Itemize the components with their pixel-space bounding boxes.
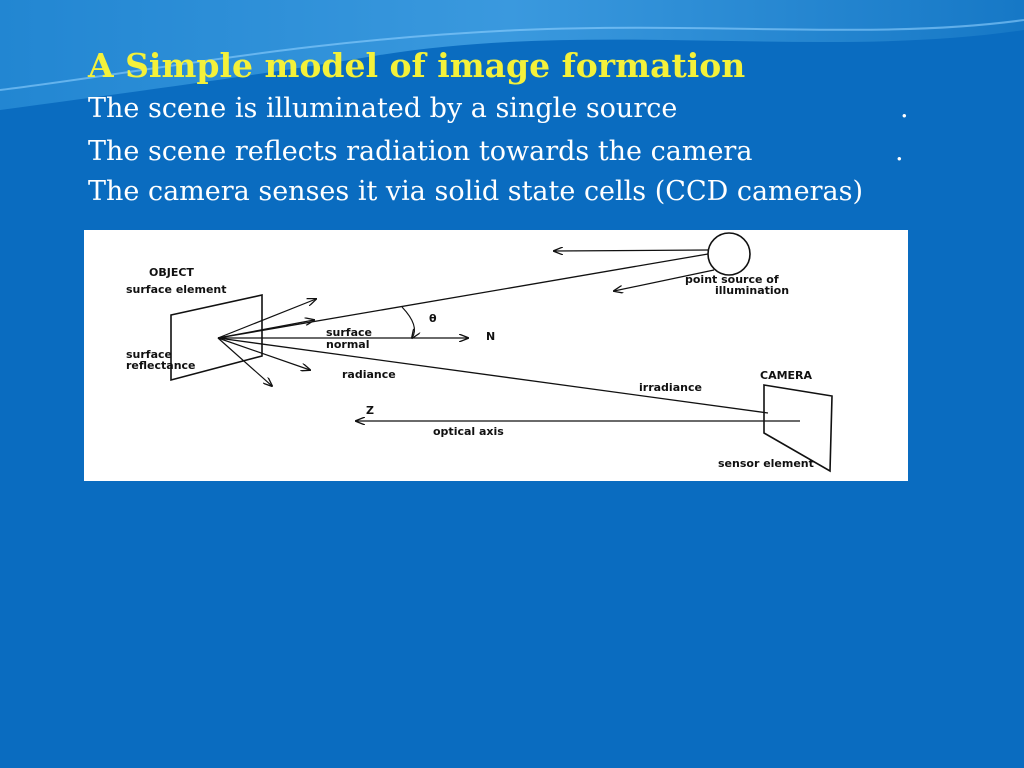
source-arrow-down <box>614 269 715 291</box>
label-point-source-2: illumination <box>715 284 789 297</box>
theta-angle-arc <box>401 306 414 338</box>
bullet-line-3: The camera senses it via solid state cel… <box>88 176 864 207</box>
header-wave-decoration <box>0 0 1024 110</box>
label-sensor-element: sensor element <box>718 457 814 470</box>
image-formation-diagram: OBJECT surface element surface reflectan… <box>84 230 908 481</box>
label-radiance: radiance <box>342 368 396 381</box>
radiance-arrow-1 <box>217 299 316 339</box>
label-irradiance: irradiance <box>639 381 702 394</box>
bullet-2-dot: . <box>895 136 904 167</box>
label-surface-reflectance-1: surface <box>126 348 172 361</box>
label-object: OBJECT <box>149 266 194 279</box>
radiance-arrow-4 <box>217 337 272 386</box>
label-surface-normal-2: normal <box>326 338 369 351</box>
label-surface-normal-1: surface <box>326 326 372 339</box>
point-source-circle <box>707 232 751 276</box>
source-arrow-left <box>554 250 709 251</box>
label-camera: CAMERA <box>760 369 813 382</box>
label-surface-reflectance-2: reflectance <box>126 359 196 372</box>
label-z-axis: Z <box>366 404 374 417</box>
label-surface-element: surface element <box>126 283 227 296</box>
bullet-1-dot: . <box>900 93 909 124</box>
label-theta: θ <box>429 312 437 325</box>
camera-sensor-element <box>763 384 833 473</box>
incident-ray <box>217 253 709 339</box>
radiance-arrow-3 <box>217 337 310 370</box>
slide-title: A Simple model of image formation <box>88 46 746 85</box>
object-surface-element <box>170 294 263 382</box>
label-optical-axis: optical axis <box>433 425 504 438</box>
label-normal-N: N <box>486 330 495 343</box>
radiance-arrow-2 <box>217 320 314 339</box>
bullet-line-1: The scene is illuminated by a single sou… <box>88 93 678 124</box>
reflected-ray <box>217 337 769 414</box>
bullet-line-2: The scene reflects radiation towards the… <box>88 136 753 167</box>
label-point-source-1: point source of <box>685 273 779 286</box>
